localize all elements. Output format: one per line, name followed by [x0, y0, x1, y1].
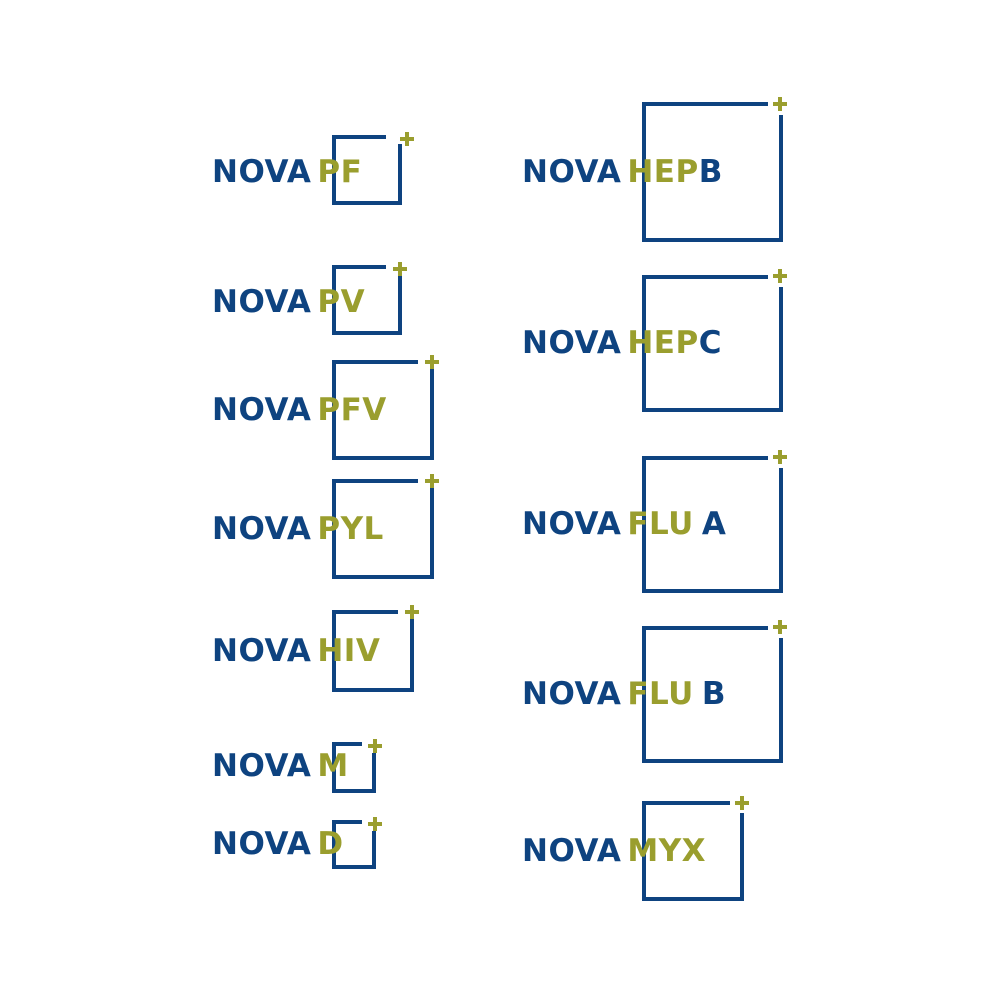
open-square-frame-icon: [332, 817, 382, 869]
product-code: HIV: [317, 633, 381, 669]
brand-name: NOVA: [212, 826, 312, 862]
open-square-frame-icon: [332, 474, 439, 579]
product-code: MYX: [627, 833, 707, 869]
open-square-frame-icon: [642, 97, 787, 242]
brand-name: NOVA: [212, 511, 312, 547]
plus-icon: [425, 474, 439, 488]
open-square-frame-icon: [642, 450, 787, 593]
open-square-frame-icon: [332, 739, 382, 793]
product-code: FLU: [627, 676, 694, 712]
brand-name: NOVA: [522, 154, 622, 190]
brand-name: NOVA: [212, 284, 312, 320]
open-square-frame-icon: [332, 262, 407, 335]
product-code: D: [317, 826, 344, 862]
plus-icon: [773, 450, 787, 464]
product-code: FLU: [627, 506, 694, 542]
open-square-frame-icon: [332, 355, 439, 460]
plus-icon: [773, 620, 787, 634]
plus-icon: [425, 355, 439, 369]
open-square-frame-icon: [642, 269, 787, 412]
product-code: PF: [317, 154, 363, 190]
brand-name: NOVA: [212, 392, 312, 428]
product-code: M: [317, 748, 349, 784]
brand-name: NOVA: [522, 833, 622, 869]
product-suffix: C: [698, 325, 722, 361]
plus-icon: [400, 132, 414, 146]
product-code: PYL: [317, 511, 384, 547]
plus-icon: [773, 269, 787, 283]
open-square-frame-icon: [332, 605, 419, 692]
plus-icon: [393, 262, 407, 276]
brand-name: NOVA: [522, 506, 622, 542]
product-code: HEP: [627, 325, 699, 361]
product-code: PFV: [317, 392, 387, 428]
plus-icon: [368, 739, 382, 753]
product-suffix: A: [701, 506, 727, 542]
brand-name: NOVA: [212, 633, 312, 669]
open-square-frame-icon: [642, 796, 749, 901]
brand-name: NOVA: [212, 154, 312, 190]
product-code: PV: [317, 284, 366, 320]
product-code: HEP: [627, 154, 699, 190]
brand-name: NOVA: [212, 748, 312, 784]
plus-icon: [773, 97, 787, 111]
open-square-frame-icon: [642, 620, 787, 763]
product-suffix: B: [701, 676, 726, 712]
plus-icon: [368, 817, 382, 831]
open-square-frame-icon: [332, 132, 414, 205]
plus-icon: [405, 605, 419, 619]
plus-icon: [735, 796, 749, 810]
product-suffix: B: [698, 154, 723, 190]
brand-name: NOVA: [522, 325, 622, 361]
brand-name: NOVA: [522, 676, 622, 712]
